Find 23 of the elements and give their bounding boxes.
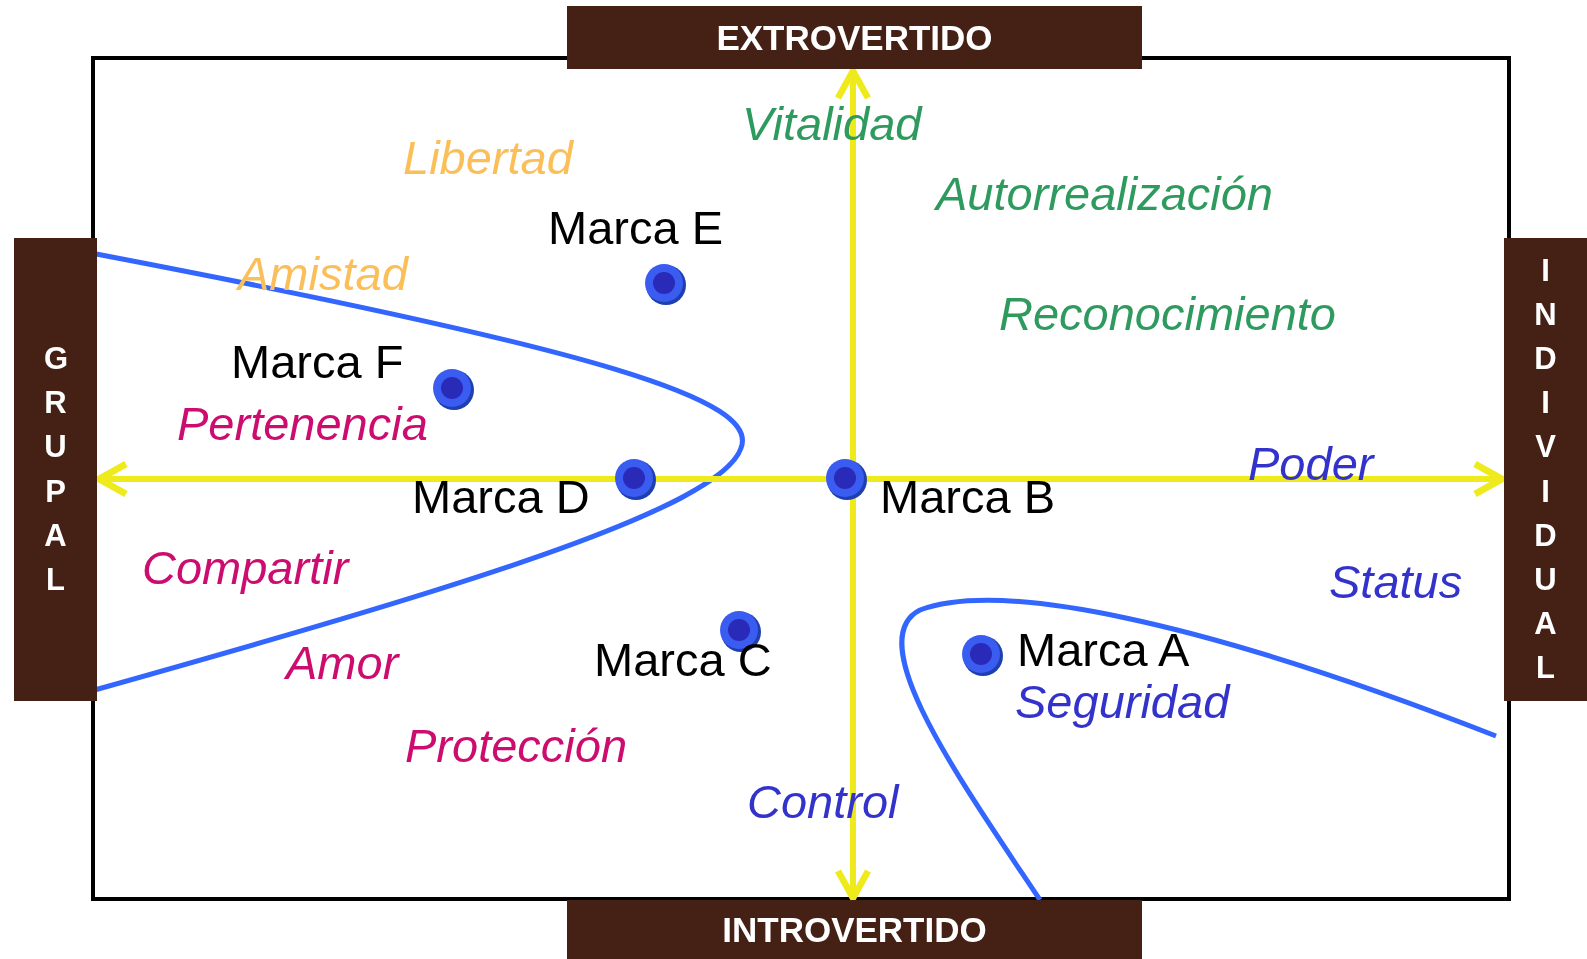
attribute-label: Amor bbox=[286, 639, 399, 686]
brand-label: Marca E bbox=[548, 204, 723, 251]
attribute-label: Status bbox=[1329, 558, 1463, 605]
brand-label: Marca A bbox=[1017, 626, 1190, 673]
axis-label: INDIVIDUAL bbox=[1533, 252, 1558, 687]
brand-label: Marca B bbox=[880, 473, 1055, 520]
axis-label: EXTROVERTIDO bbox=[716, 20, 993, 55]
axis-label: INTROVERTIDO bbox=[722, 912, 987, 947]
axis-band bbox=[1504, 238, 1587, 701]
brand-label: Marca D bbox=[412, 473, 590, 520]
attribute-label: Autorrealización bbox=[936, 170, 1273, 217]
axis-band bbox=[567, 6, 1142, 69]
axis-band bbox=[14, 238, 97, 701]
axis-band bbox=[567, 900, 1142, 959]
attribute-label: Amistad bbox=[238, 250, 408, 297]
attribute-label: Reconocimiento bbox=[999, 290, 1336, 337]
axis-label: GRUPAL bbox=[43, 340, 68, 599]
attribute-label: Protección bbox=[405, 722, 628, 769]
attribute-label: Pertenencia bbox=[177, 400, 428, 447]
brand-label: Marca F bbox=[231, 338, 404, 385]
attribute-label: Libertad bbox=[403, 134, 573, 181]
axis-arrow bbox=[834, 67, 872, 902]
brand-label: Marca C bbox=[594, 636, 772, 683]
